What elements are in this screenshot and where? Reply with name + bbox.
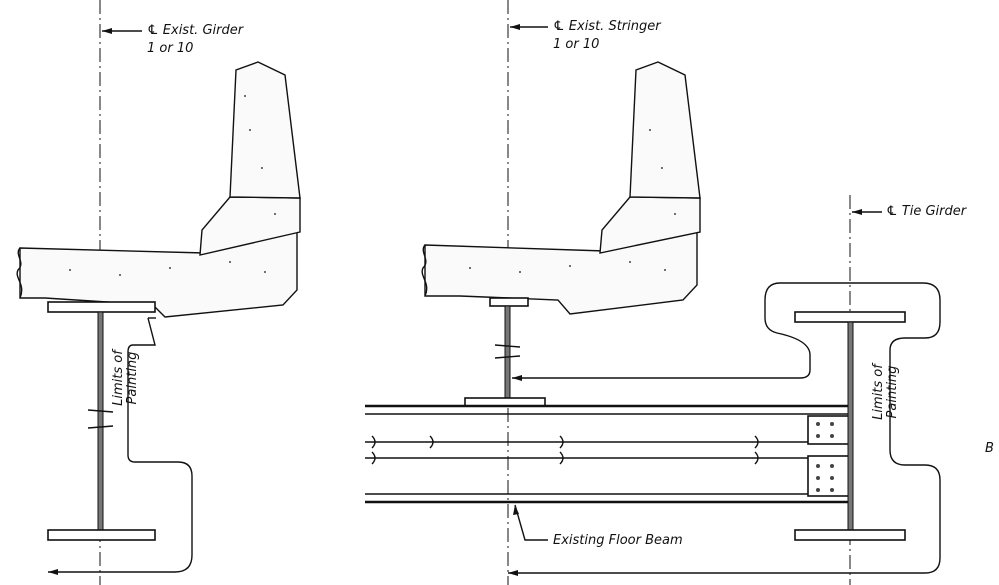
label-right-limits-line1: Limits of [871,364,886,420]
tie-girder [794,311,906,541]
label-cl-girder: ℄ Exist. Girder [147,23,244,38]
left-concrete-deck [16,61,301,318]
label-right-limits-line2: Painting [885,365,901,419]
middle-painting-limit-arrow-top [512,375,522,381]
label-edge-fragment: B [985,441,994,456]
middle-painting-limit-arrow-bottom [508,570,518,576]
label-cl-stringer: ℄ Exist. Stringer [553,19,661,34]
leader-stringer [510,24,548,30]
label-left-limits-line1: Limits of [111,350,126,406]
label-cl-tie-girder: ℄ Tie Girder [886,204,967,219]
stringer [464,297,546,407]
floor-beam-leader [513,504,548,541]
middle-concrete-speckle [469,129,676,273]
left-painting-limit [48,317,193,573]
label-left-limits-of-painting: Limits of Painting [111,318,141,438]
middle-painting-limit [508,282,941,574]
leader-girder [102,28,142,34]
left-painting-limit-arrow [48,569,58,575]
middle-concrete-deck [421,61,701,315]
leader-tie-girder [852,209,882,215]
floor-beam-connection [807,415,851,497]
label-cl-stringer-id: 1 or 10 [553,37,600,52]
label-left-limits-line2: Painting [125,351,141,405]
label-right-limits-of-painting: Limits of Painting [871,332,901,452]
label-existing-floor-beam: Existing Floor Beam [553,533,683,548]
left-concrete-speckle [69,95,276,276]
floor-beam [365,404,848,504]
left-girder [47,301,156,541]
label-cl-girder-id: 1 or 10 [147,41,194,56]
